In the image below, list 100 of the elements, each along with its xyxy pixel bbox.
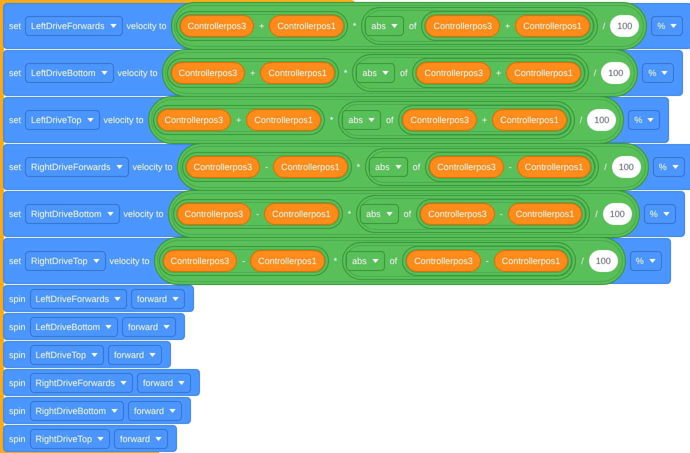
dropdown-field: abs: [356, 63, 395, 83]
code-block: [3, 425, 178, 452]
dropdown-field: abs: [342, 110, 381, 130]
operator-block: [152, 105, 325, 135]
operator-symbol: +: [482, 115, 488, 125]
operator-block: [176, 143, 649, 191]
operator-block: [342, 242, 576, 280]
dropdown-field: LeftDriveForwards: [25, 16, 123, 36]
operator-block: [170, 2, 648, 50]
operator-symbol: +: [496, 68, 502, 78]
dropdown-field: RightDriveBottom: [30, 400, 124, 420]
number-input: 100: [601, 62, 630, 84]
dropdown-field: forward: [128, 400, 182, 420]
number-input: 100: [587, 109, 616, 131]
dropdown-field: %: [644, 204, 676, 224]
operator-block: [352, 54, 589, 92]
operator-symbol: of: [412, 162, 420, 172]
variable-reporter: Controllerpos3: [406, 250, 481, 272]
code-block: [3, 3, 690, 49]
operator-block: [338, 101, 575, 139]
block-label: set: [9, 68, 22, 78]
number-input: 100: [588, 250, 618, 272]
operator-symbol: -: [242, 256, 246, 266]
operator-symbol: /: [604, 162, 607, 172]
dropdown-field: LeftDriveBottom: [30, 316, 118, 336]
dropdown-field: LeftDriveForwards: [30, 288, 128, 308]
variable-reporter: Controllerpos1: [246, 109, 321, 131]
code-block: [3, 238, 671, 284]
variable-reporter: Controllerpos3: [186, 156, 260, 178]
operator-block: [162, 49, 638, 97]
dropdown-field: %: [628, 110, 660, 130]
dropdown-field: forward: [108, 344, 162, 364]
code-block: [3, 144, 690, 190]
operator-block: [154, 237, 626, 285]
operator-block: [158, 246, 329, 276]
block-label: velocity to: [104, 115, 144, 125]
dropdown-field: %: [630, 251, 662, 271]
variable-reporter: Controllerpos1: [260, 62, 335, 84]
variable-reporter: Controllerpos1: [264, 203, 339, 225]
block-label: spin: [9, 322, 26, 332]
operator-symbol: -: [486, 256, 489, 266]
code-block: [3, 191, 685, 237]
variable-reporter: Controllerpos1: [508, 203, 582, 225]
variable-reporter: Controllerpos1: [269, 15, 344, 37]
dropdown-field: LeftDriveTop: [25, 110, 100, 130]
operator-block: [416, 199, 586, 229]
block-label: set: [9, 115, 22, 125]
variable-reporter: Controllerpos1: [515, 15, 590, 37]
operator-symbol: *: [352, 21, 356, 31]
dropdown-field: abs: [346, 251, 385, 271]
operator-symbol: /: [602, 21, 606, 31]
dropdown-field: forward: [131, 288, 186, 308]
code-block: [3, 397, 192, 424]
block-label: spin: [9, 434, 26, 444]
operator-block: [168, 190, 640, 238]
variable-reporter: Controllerpos1: [506, 62, 581, 84]
operator-symbol: -: [265, 162, 268, 172]
dropdown-field: LeftDriveBottom: [25, 63, 114, 83]
variable-reporter: Controllerpos1: [273, 156, 348, 178]
operator-symbol: +: [504, 21, 510, 31]
dropdown-field: RightDriveTop: [30, 428, 110, 448]
block-label: set: [9, 21, 22, 31]
block-label: velocity to: [132, 162, 173, 172]
number-input: 100: [610, 15, 640, 37]
variable-reporter: Controllerpos1: [492, 109, 567, 131]
operator-block: [166, 58, 339, 88]
operator-block: [361, 7, 598, 45]
operator-symbol: of: [400, 68, 408, 78]
block-label: velocity to: [118, 68, 158, 78]
operator-block: [365, 148, 600, 186]
dropdown-field: abs: [365, 16, 404, 36]
block-label: set: [9, 256, 22, 266]
dropdown-field: abs: [360, 204, 399, 224]
operator-symbol: -: [256, 209, 260, 219]
operator-symbol: /: [580, 115, 582, 125]
operator-block: [182, 152, 352, 182]
dropdown-field: forward: [137, 372, 192, 392]
block-label: spin: [9, 350, 26, 360]
code-block: [3, 285, 194, 312]
operator-symbol: -: [500, 209, 503, 219]
block-label: set: [9, 162, 22, 172]
dropdown-field: %: [651, 16, 684, 36]
dropdown-field: RightDriveBottom: [25, 204, 120, 224]
operator-symbol: /: [594, 68, 596, 78]
dropdown-field: forward: [114, 428, 168, 448]
number-input: 100: [602, 203, 632, 225]
variable-reporter: Controllerpos3: [176, 203, 252, 225]
operator-symbol: -: [508, 162, 512, 172]
block-label: spin: [9, 294, 26, 304]
variable-reporter: Controllerpos3: [156, 109, 232, 131]
dropdown-field: %: [642, 63, 674, 83]
variable-reporter: Controllerpos3: [180, 15, 254, 37]
dropdown-field: forward: [122, 316, 176, 336]
block-label: velocity to: [124, 209, 164, 219]
operator-block: [356, 195, 590, 233]
operator-symbol: of: [404, 209, 412, 219]
block-label: set: [9, 209, 22, 219]
number-input: 100: [612, 156, 641, 178]
operator-symbol: *: [330, 115, 334, 125]
code-block: [3, 50, 684, 96]
